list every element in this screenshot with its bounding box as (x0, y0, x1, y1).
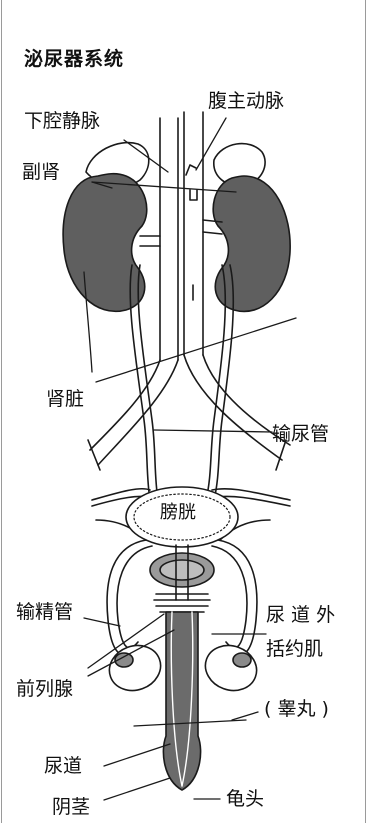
label-urethra: 尿道 (44, 757, 82, 776)
label-abdominal-aorta: 腹主动脉 (208, 92, 284, 111)
inferior-vena-cava (160, 118, 178, 360)
label-ureter: 输尿管 (272, 425, 329, 444)
penis (163, 612, 200, 790)
label-bladder: 膀胱 (160, 504, 196, 522)
label-testis: ( 睾丸 ) (264, 700, 329, 719)
leader-penis (104, 778, 170, 800)
label-vas-deferens: 输精管 (16, 603, 73, 622)
leader-kidney-right (96, 318, 296, 382)
iliac-vessels (88, 355, 290, 470)
label-prostate: 前列腺 (16, 680, 73, 699)
left-kidney (63, 174, 147, 312)
kidneys (63, 174, 290, 312)
leader-vas (84, 618, 120, 626)
label-penis: 阴茎 (52, 798, 90, 817)
external-urethral-sphincter (154, 594, 210, 612)
abdominal-aorta (184, 112, 203, 355)
prostate (150, 545, 214, 600)
renal-vessels (140, 220, 222, 246)
label-sphincter-line2: 括约肌 (266, 640, 323, 659)
label-inferior-vena-cava: 下腔静脉 (24, 112, 100, 131)
leader-urethra (104, 744, 170, 766)
label-adrenal: 副肾 (22, 163, 60, 182)
leader-testis (232, 712, 258, 720)
label-glans: 龟头 (226, 790, 264, 809)
label-kidney: 肾脏 (46, 390, 84, 409)
label-sphincter-line1: 尿 道 外 (266, 606, 335, 625)
